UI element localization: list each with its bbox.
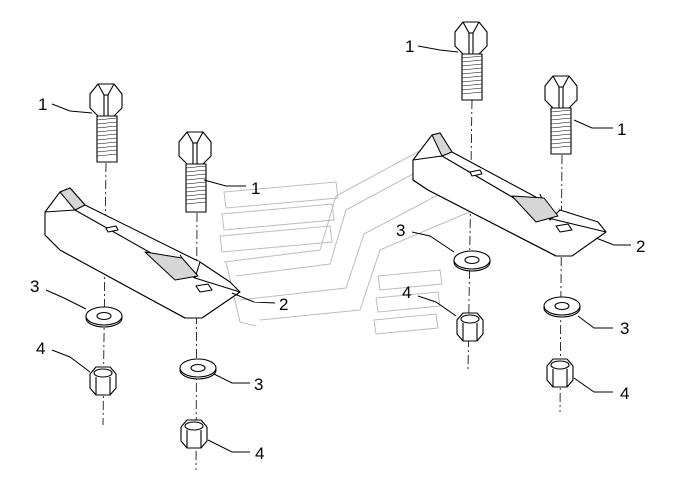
washer-left-a	[85, 306, 123, 328]
axis-line-left-a	[102, 162, 107, 426]
nut-left-a	[89, 366, 117, 396]
bolt-left-b	[178, 131, 212, 213]
leader-lines	[45, 45, 631, 453]
callout-plate-left: 2	[279, 295, 288, 314]
bolt-left-a	[89, 83, 123, 163]
axis-line-left-b	[195, 212, 198, 471]
axis-line-right-b	[559, 154, 563, 413]
callout-washer-right-a: 3	[396, 221, 405, 240]
callout-bolt-right-b: 1	[617, 120, 626, 139]
callout-nut-left-b: 4	[255, 444, 264, 463]
plate-right	[412, 132, 607, 257]
nut-right-a	[456, 312, 484, 342]
callout-washer-left-b: 3	[254, 375, 263, 394]
washer-left-b	[179, 358, 217, 380]
bolt-right-a	[454, 21, 488, 101]
callout-plate-right: 2	[636, 237, 645, 256]
nut-right-b	[546, 358, 574, 388]
washer-right-a	[453, 250, 491, 272]
plate-left	[44, 187, 241, 319]
callout-bolt-left-a: 1	[38, 95, 47, 114]
callout-nut-right-b: 4	[620, 384, 629, 403]
nut-left-b	[180, 419, 208, 449]
callout-nut-right-a: 4	[402, 283, 411, 302]
bolt-right-b	[544, 75, 578, 155]
callout-bolt-left-b: 1	[251, 179, 260, 198]
callout-bolt-right-a: 1	[405, 37, 414, 56]
callout-washer-right-b: 3	[620, 319, 629, 338]
callout-washer-left-a: 3	[30, 277, 39, 296]
callout-nut-left-a: 4	[36, 339, 45, 358]
washer-right-b	[543, 296, 581, 318]
